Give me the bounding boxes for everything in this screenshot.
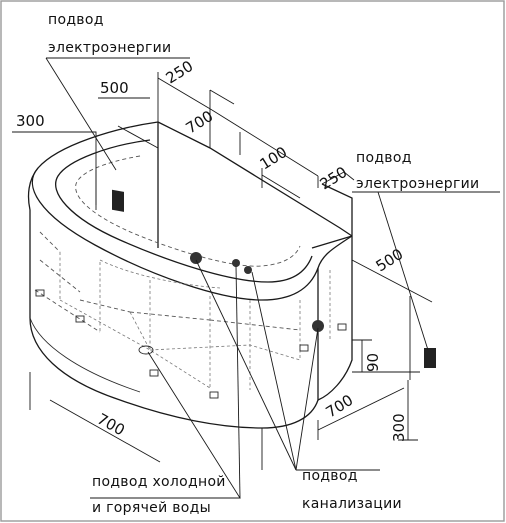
siphon-icon <box>138 345 154 355</box>
label-power-left-1: подвод <box>48 12 104 28</box>
power-socket-left <box>112 189 124 212</box>
apron-bottom-shade <box>29 317 141 393</box>
frame-cross-dashed <box>59 299 301 389</box>
label-power-right-1: подвод <box>356 150 412 166</box>
dim-90: 90 <box>364 353 382 372</box>
socket-left-icon <box>112 189 124 212</box>
foot <box>149 369 159 377</box>
rim-outer <box>31 121 353 301</box>
dim-300-left: 300 <box>16 112 45 130</box>
bathtub <box>27 121 436 429</box>
dim-500-right: 500 <box>373 245 407 275</box>
dim-700-right: 700 <box>323 391 357 421</box>
dim-250-top: 250 <box>163 57 197 87</box>
dim-700-bottom: 700 <box>94 410 128 440</box>
rim-inner <box>55 139 313 283</box>
back-wall-top-edge <box>157 121 353 237</box>
dimension-lines <box>12 57 500 499</box>
right-block-top <box>321 183 353 236</box>
label-power-right-2: электроэнергии <box>356 176 479 192</box>
support-feet <box>35 289 347 399</box>
label-power-left-2: электроэнергии <box>48 40 171 56</box>
label-sewer-2: канализации <box>302 496 402 512</box>
foot <box>75 315 85 323</box>
foot <box>35 289 45 297</box>
water-fitting-icon-2 <box>244 266 252 274</box>
dim-500-left: 500 <box>100 79 129 97</box>
foot <box>337 323 347 331</box>
apron-right-side <box>317 330 353 401</box>
label-water-1: подвод холодной <box>92 474 226 490</box>
sewer-fitting-icon <box>312 320 324 332</box>
right-block-lower <box>311 235 353 249</box>
frame-dashed <box>34 231 301 333</box>
foot <box>209 391 219 399</box>
basin-dashed <box>75 155 301 267</box>
foot <box>299 344 309 352</box>
water-fitting-icon <box>232 259 240 267</box>
basin-bottom-dashed <box>99 259 221 289</box>
dim-700-top: 700 <box>183 107 217 137</box>
power-socket-right-icon <box>424 348 436 368</box>
label-sewer-1: подвод <box>302 468 358 484</box>
dim-300-right: 300 <box>390 413 408 442</box>
frame-legs-dashed <box>59 252 331 390</box>
drain-fitting-icon <box>190 252 202 264</box>
front-apron <box>27 167 319 429</box>
label-water-2: и горячей воды <box>92 500 211 516</box>
